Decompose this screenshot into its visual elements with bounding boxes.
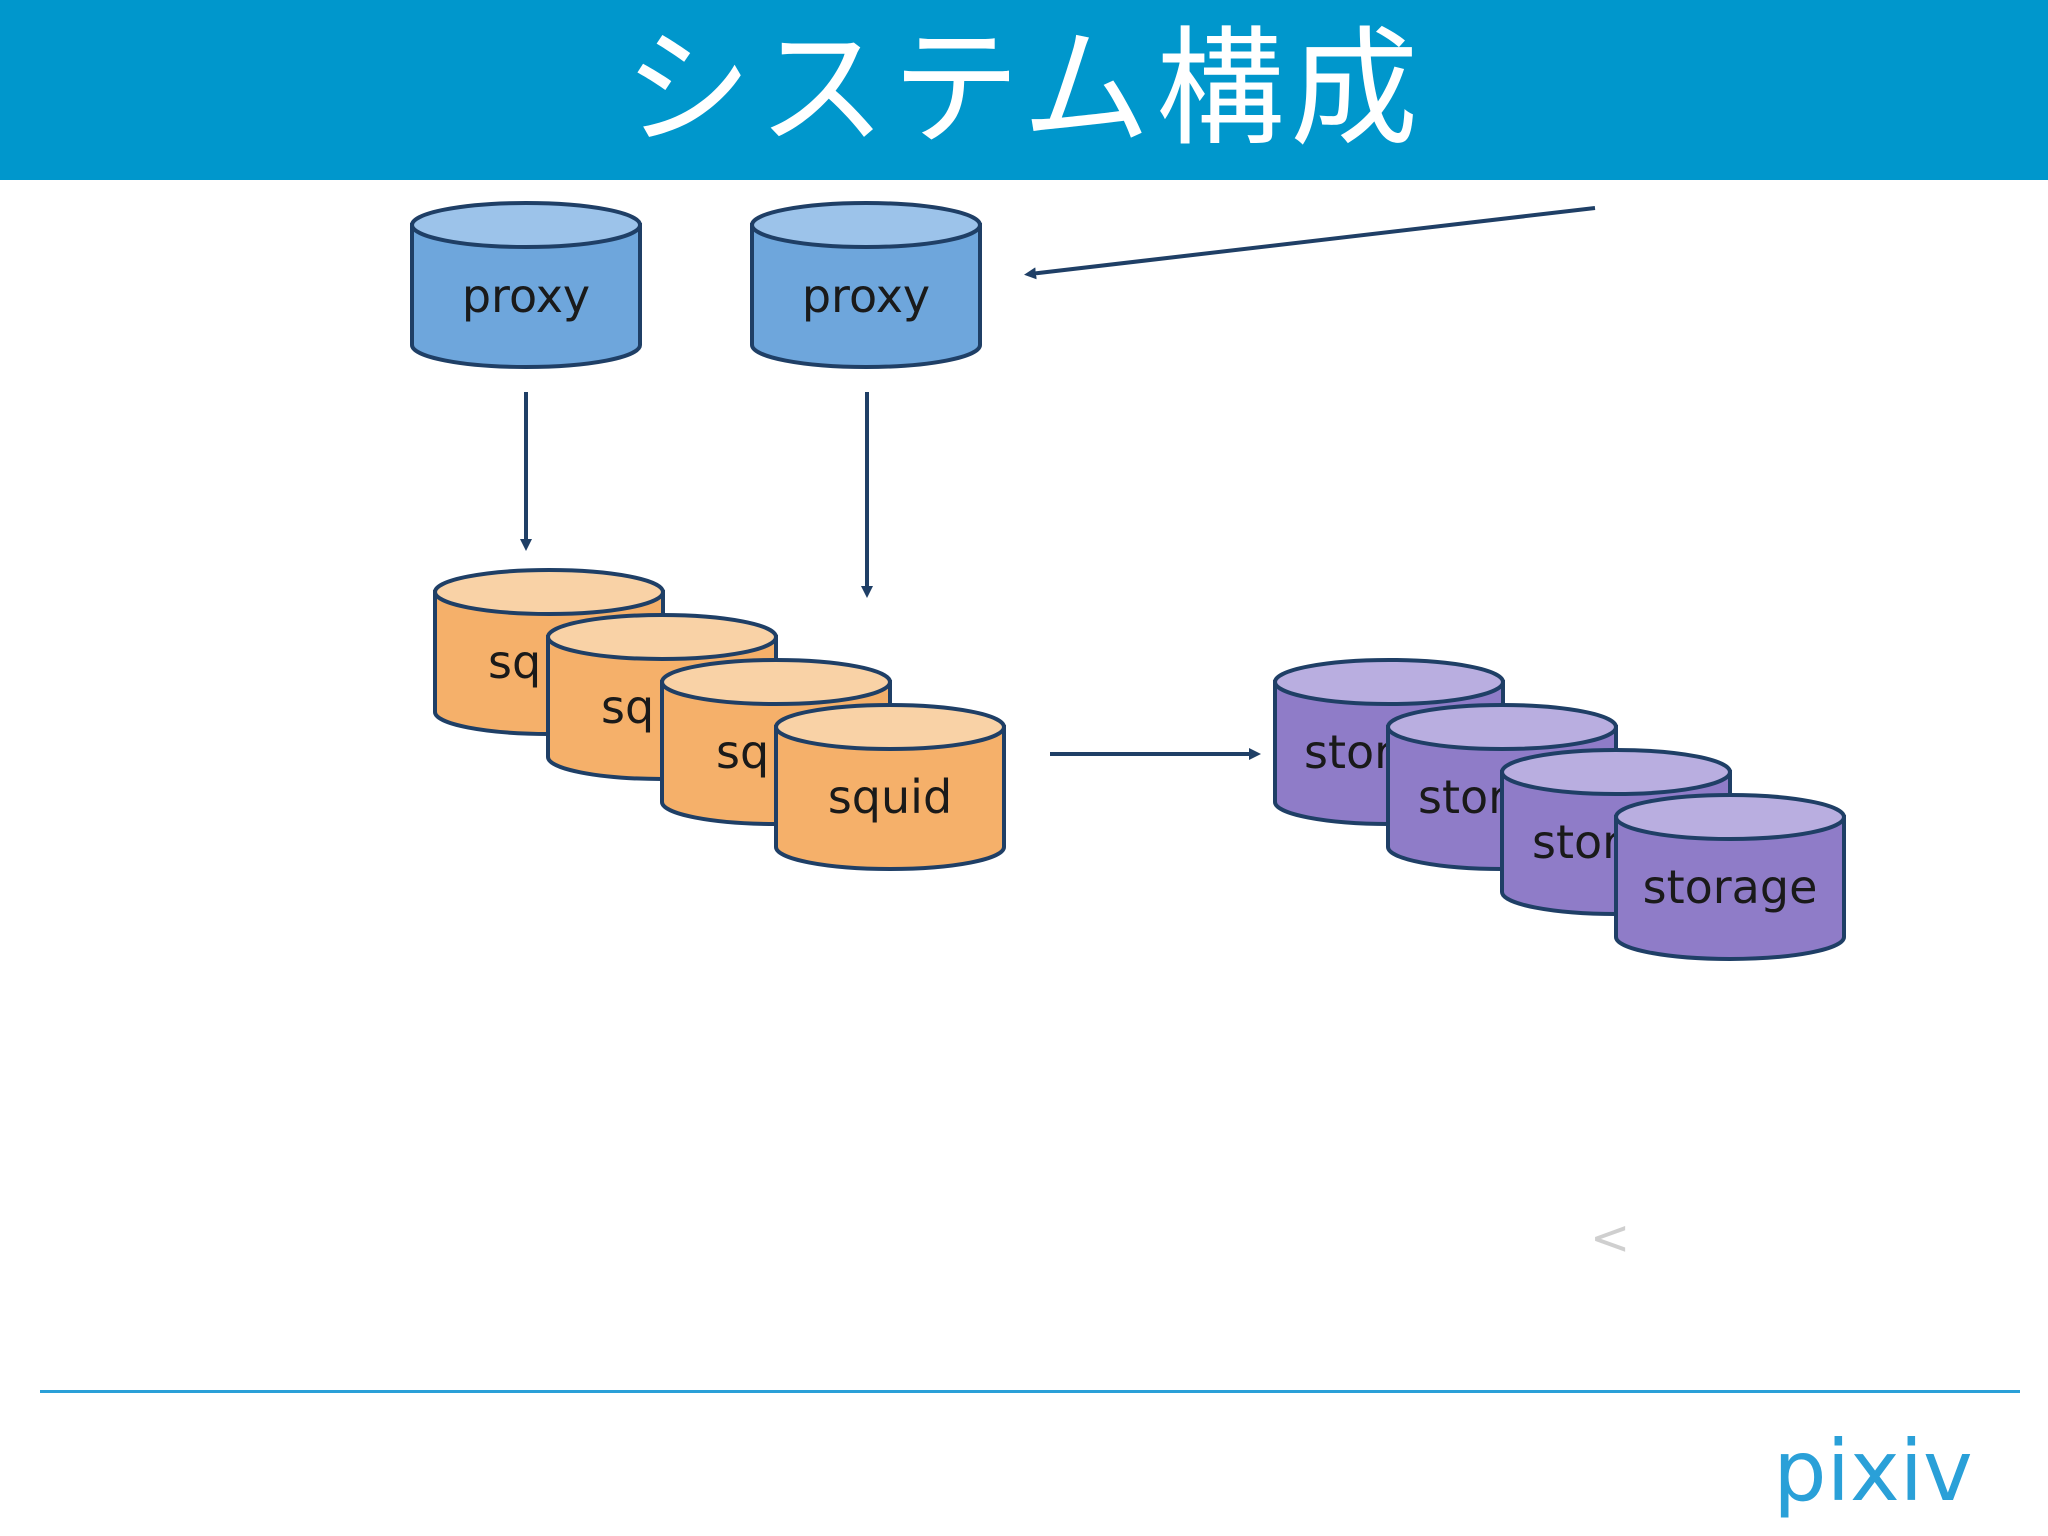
proxy-node-1-label: proxy — [462, 269, 590, 323]
arrow-client-to-proxy — [1024, 206, 1596, 280]
storage-node-4: storage — [1614, 793, 1846, 961]
proxy-node-1: proxy — [410, 201, 642, 369]
squid-node-4: squid — [774, 703, 1006, 871]
proxy-node-2: proxy — [750, 201, 982, 369]
squid-node-4-label: squid — [828, 770, 952, 824]
proxy-node-2-label: proxy — [802, 269, 930, 323]
pixiv-logo-text: pixiv — [1773, 1422, 1972, 1520]
squid-node-1-label: sq — [488, 635, 541, 689]
storage-node-1-label: stor — [1304, 725, 1393, 779]
storage-node-3-label: stor — [1532, 815, 1621, 869]
storage-node-4-label: storage — [1643, 860, 1818, 914]
footer-rule — [40, 1390, 2020, 1393]
header-bar — [0, 0, 2048, 180]
stray-glyph: < — [1590, 1210, 1631, 1266]
storage-node-2-label: stor — [1418, 770, 1507, 824]
squid-node-2-label: sq — [601, 680, 654, 734]
pixiv-logo: pixiv — [1773, 1422, 1972, 1520]
slide-title: システム構成 — [623, 15, 1425, 164]
squid-node-3-label: sq — [716, 725, 769, 779]
